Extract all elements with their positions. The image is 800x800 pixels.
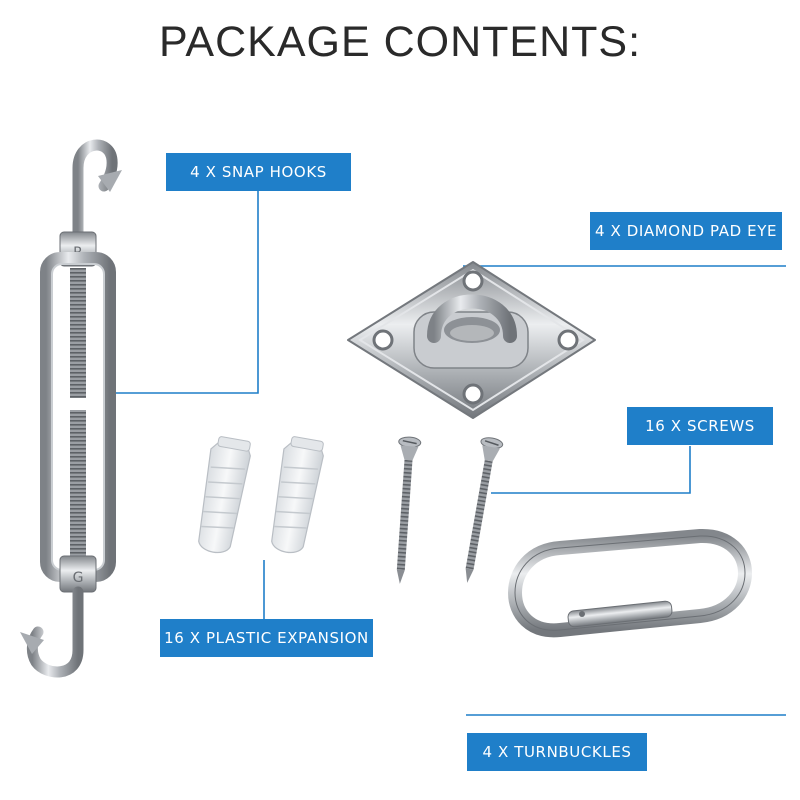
connector-screws [491,446,691,494]
diamond-pad-eye-icon [347,261,596,419]
label-screws: 16 X SCREWS [627,407,773,445]
snap-hook-icon [508,528,752,638]
connector-lines [112,190,786,716]
label-diamond-pad-eye: 4 X DIAMOND PAD EYE [590,212,782,250]
label-plastic-expansion: 16 X PLASTIC EXPANSION [160,619,373,657]
turnbuckle-icon: R G [20,139,122,678]
connector-snap-hooks [112,190,259,394]
turnbuckle-mark-bottom: G [73,570,84,586]
label-turnbuckles: 4 X TURNBUCKLES [467,733,647,771]
page-title: PACKAGE CONTENTS: [158,18,642,66]
label-snap-hooks: 4 X SNAP HOOKS [166,153,351,191]
screw-icon [396,436,504,584]
wall-plug-icon [198,436,324,554]
